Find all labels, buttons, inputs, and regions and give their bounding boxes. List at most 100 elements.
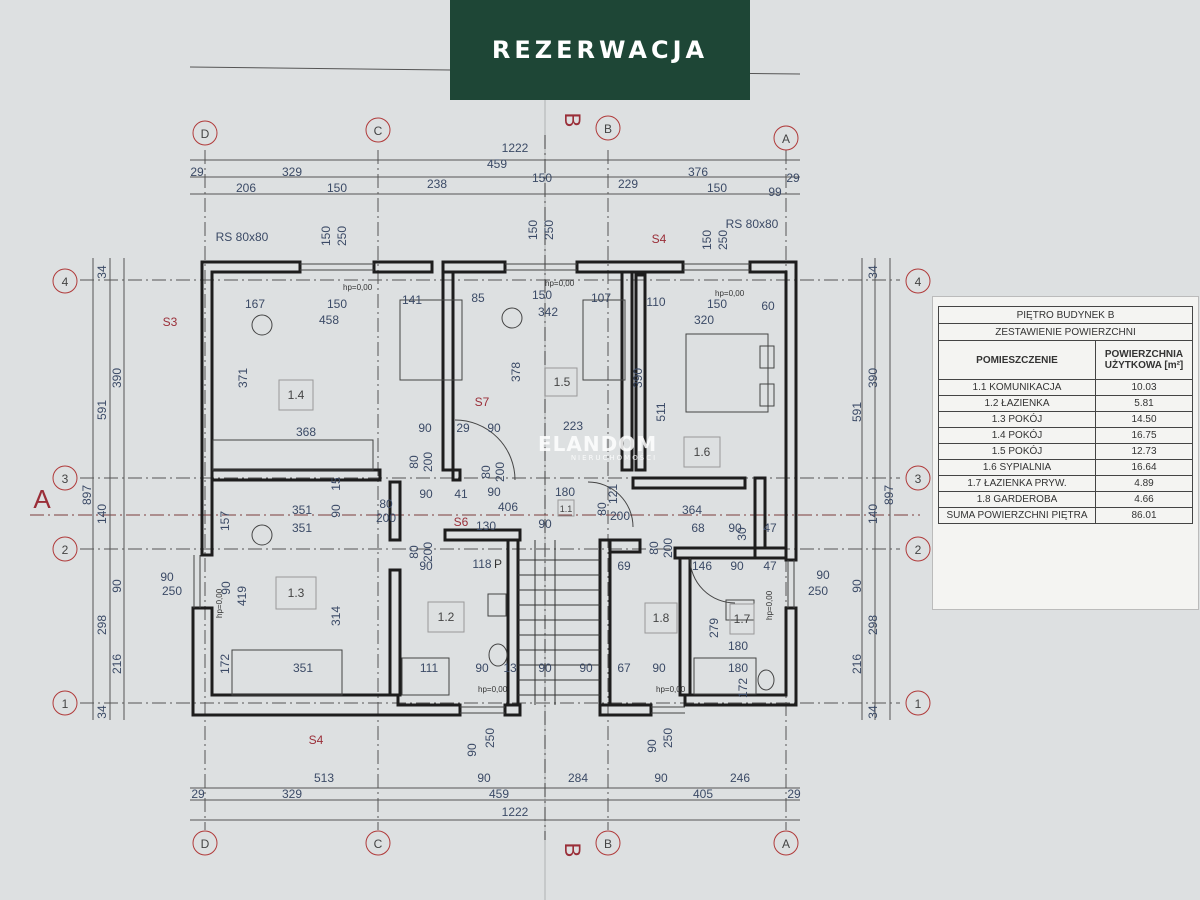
dim-90d: 90 (419, 487, 433, 501)
row-name: 1.2 ŁAZIENKA (938, 395, 1096, 412)
dim-bot-total: 1222 (502, 805, 529, 819)
dim-right-34b: 34 (866, 705, 880, 719)
dim-bot-90b: 90 (654, 771, 668, 785)
dim-bot-459: 459 (489, 787, 509, 801)
column-header-area: POWIERZCHNIA UŻYTKOWA [m²] (1095, 340, 1193, 380)
axis-label-B-bottom: B (604, 837, 612, 851)
watermark-brand: ELANDOM (538, 432, 658, 456)
dim-419: 419 (235, 586, 249, 606)
dim-top-229: 229 (618, 177, 638, 191)
dim-90m: 90 (538, 661, 552, 675)
reservation-banner: REZERWACJA (450, 0, 750, 100)
door-swing (454, 419, 516, 481)
dim-60: 60 (761, 299, 775, 313)
dim-bot-29a: 29 (191, 787, 205, 801)
tag-s3: S3 (163, 315, 178, 329)
dim-90f: 90 (538, 517, 552, 531)
dim-bot-246: 246 (730, 771, 750, 785)
dim-167: 167 (245, 297, 265, 311)
dim-200c: 200 (493, 462, 507, 482)
dim-200f: 200 (661, 538, 675, 558)
dim-80b: 80 (407, 455, 421, 469)
dim-90a: 90 (418, 421, 432, 435)
sink-icon (487, 593, 507, 617)
table-title: PIĘTRO BUDYNEK B (938, 306, 1193, 324)
dim-342: 342 (538, 305, 558, 319)
dim-150a: 150 (327, 297, 347, 311)
dim-378: 378 (509, 362, 523, 382)
dim-90c-2: 90 (219, 581, 233, 595)
dim-458: 458 (319, 313, 339, 327)
axis-bubbles (52, 115, 931, 856)
dim-left-34b: 34 (95, 705, 109, 719)
axis-label-B-top: B (604, 122, 612, 136)
dim-157: 157 (218, 511, 232, 531)
hp-7: hp=0,00 (765, 590, 774, 620)
dim-68: 68 (691, 521, 705, 535)
dim-314: 314 (329, 606, 343, 626)
dim-90i: 90 (730, 559, 744, 573)
dim-110: 110 (646, 295, 665, 309)
rs-left: RS 80x80 (216, 230, 269, 244)
dim-15: 15 (329, 477, 343, 491)
dim-right-34a: 34 (866, 265, 880, 279)
tag-s7: S7 (475, 395, 490, 409)
dim-200b: 200 (421, 452, 435, 472)
axis-label-A-top: A (782, 132, 790, 146)
dim-w250c: 250 (716, 230, 730, 250)
table-subtitle: ZESTAWIENIE POWIERZCHNI (938, 323, 1193, 341)
dim-w150a: 150 (319, 226, 333, 246)
dim-29: 29 (456, 421, 470, 435)
section-mark-A: A (33, 484, 51, 514)
chair-icon (251, 314, 273, 336)
dim-180c: 180 (728, 661, 748, 675)
area-summary-table: PIĘTRO BUDYNEK B ZESTAWIENIE POWIERZCHNI… (932, 296, 1199, 610)
axis-label-3-left: 3 (62, 472, 69, 486)
dim-69: 69 (617, 559, 631, 573)
tag-s4-bottom: S4 (309, 733, 324, 747)
dim-bot-405: 405 (693, 787, 713, 801)
dim-511: 511 (654, 402, 668, 421)
axis-label-C-top: C (374, 124, 383, 138)
dim-371: 371 (236, 368, 250, 388)
chair-icon-3 (501, 307, 523, 329)
row-name: 1.8 GARDEROBA (938, 491, 1096, 508)
room-label-1-2: 1.2 (438, 610, 455, 624)
dim-90k: 90 (816, 568, 830, 582)
rs-right: RS 80x80 (726, 217, 779, 231)
dim-67: 67 (617, 661, 631, 675)
hp-5: hp=0,00 (656, 685, 686, 694)
dim-90h: 90 (419, 559, 433, 573)
dim-250j: 250 (162, 584, 182, 598)
dim-top-29b: 29 (786, 171, 800, 185)
dim-w150b: 150 (526, 220, 540, 240)
row-name: 1.3 POKÓJ (938, 411, 1096, 428)
dim-90j: 90 (160, 570, 174, 584)
axis-label-C-bottom: C (374, 837, 383, 851)
dim-90n: 90 (579, 661, 593, 675)
chair-icon-2 (251, 524, 273, 546)
dim-351c: 351 (293, 661, 313, 675)
dim-90c: 90 (329, 504, 343, 518)
dim-left-140: 140 (95, 504, 109, 524)
dim-406: 406 (498, 500, 518, 514)
bed-icon-2 (582, 299, 626, 381)
axis-label-D-top: D (201, 127, 210, 141)
dim-146: 146 (692, 559, 712, 573)
row-name: 1.7 ŁAZIENKA PRYW. (938, 475, 1096, 492)
axis-label-3-right: 3 (915, 472, 922, 486)
table-row: 1.7 ŁAZIENKA PRYW.4.89 (938, 475, 1193, 492)
hp-1: hp=0,00 (343, 283, 373, 292)
dim-bot-284: 284 (568, 771, 588, 785)
row-name: 1.6 SYPIALNIA (938, 459, 1096, 476)
double-bed-icon (685, 333, 769, 413)
dim-top-329: 329 (282, 165, 302, 179)
dim-left-298: 298 (95, 615, 109, 635)
column-header-room: POMIESZCZENIE (938, 340, 1096, 380)
bed-icon-3 (231, 649, 343, 696)
dim-80f: 80 (647, 541, 661, 555)
